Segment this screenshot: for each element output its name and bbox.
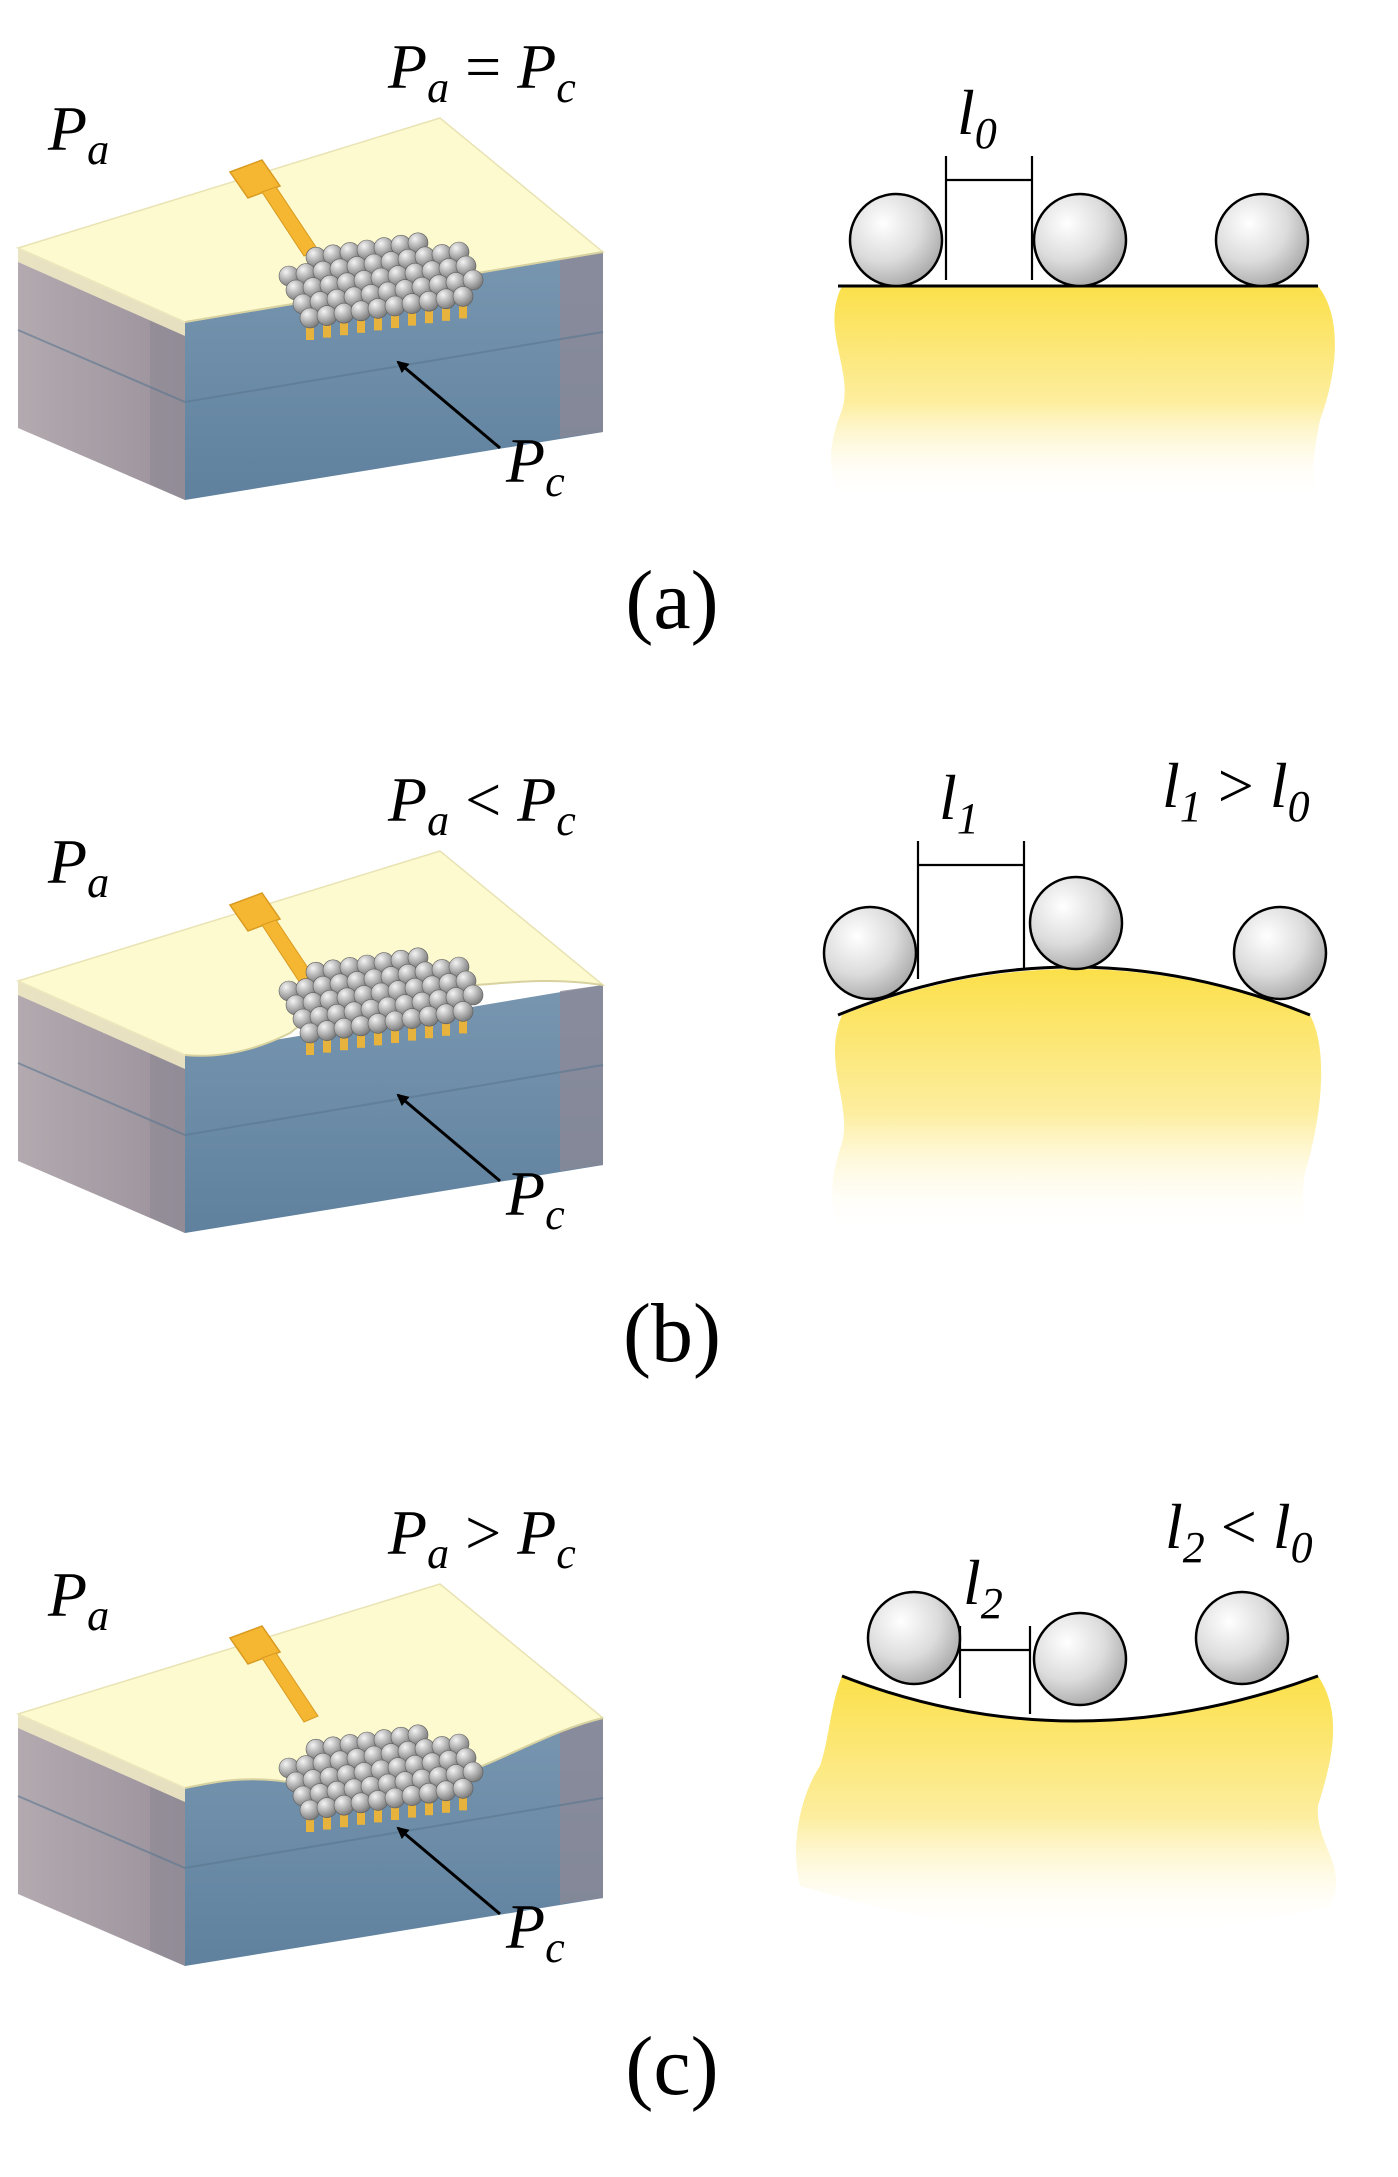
nanoparticle-sphere — [1032, 1611, 1128, 1707]
cavity-pressure-label: Pc — [505, 425, 565, 506]
substrate-surface — [841, 1674, 1319, 1723]
gap-label: l0 — [957, 77, 997, 158]
block-front-face — [185, 985, 603, 1233]
electrode — [228, 892, 319, 990]
panel-caption: (a) — [625, 554, 718, 647]
pressure-relation: Pa = Pc — [387, 31, 576, 112]
panel-a: Pa Pa = Pc Pc l0 (a) — [15, 31, 1335, 647]
pressure-relation: Pa > Pc — [387, 1497, 576, 1578]
nanoparticle-sphere — [1028, 875, 1124, 971]
substrate — [796, 1676, 1337, 1935]
cavity-pressure-arrow — [396, 1093, 501, 1183]
sensor-block — [15, 850, 606, 1233]
nanoparticle-sphere — [1032, 192, 1128, 288]
nanoparticle-cluster — [278, 232, 484, 340]
block-front-face — [185, 252, 603, 500]
panel-caption: (b) — [623, 1287, 721, 1380]
sensor-block — [15, 1583, 605, 1966]
nanoparticle-sphere — [1194, 1590, 1290, 1686]
substrate — [831, 286, 1335, 500]
sensor-block — [15, 117, 605, 500]
gap-label: l1 — [939, 762, 979, 843]
cavity-pressure-arrow — [396, 1826, 501, 1916]
corner-pressure-label: Pa — [47, 1559, 109, 1640]
nanoparticle-sphere — [1214, 192, 1310, 288]
nanoparticle-sphere — [848, 192, 944, 288]
nanoparticle-sphere — [1232, 905, 1328, 1001]
nanoparticle-sphere — [866, 1590, 962, 1686]
electrode — [228, 159, 319, 257]
corner-pressure-label: Pa — [47, 826, 109, 907]
nanoparticle-cluster — [278, 1724, 484, 1832]
electrode — [228, 1625, 319, 1723]
substrate — [832, 969, 1322, 1233]
nanoparticle-cluster — [278, 947, 484, 1055]
cross-section — [822, 841, 1328, 1233]
panel-caption: (c) — [625, 2020, 718, 2113]
gap-label: l2 — [963, 1547, 1003, 1628]
panel-c: Pa Pa > Pc Pc l2 l2 < l0 (c) — [15, 1491, 1337, 2113]
gap-inequality: l1 > l0 — [1162, 750, 1310, 831]
pressure-relation: Pa < Pc — [387, 764, 576, 845]
gap-inequality: l2 < l0 — [1165, 1491, 1313, 1572]
corner-pressure-label: Pa — [47, 93, 109, 174]
cross-section — [796, 1590, 1337, 1935]
cavity-pressure-arrow — [396, 360, 501, 450]
nanoparticle-sphere — [822, 905, 918, 1001]
cavity-pressure-label: Pc — [505, 1158, 565, 1239]
panel-b: Pa Pa < Pc Pc l1 l1 > l0 (b) — [15, 750, 1328, 1380]
cross-section — [831, 156, 1335, 500]
cavity-pressure-label: Pc — [505, 1891, 565, 1972]
